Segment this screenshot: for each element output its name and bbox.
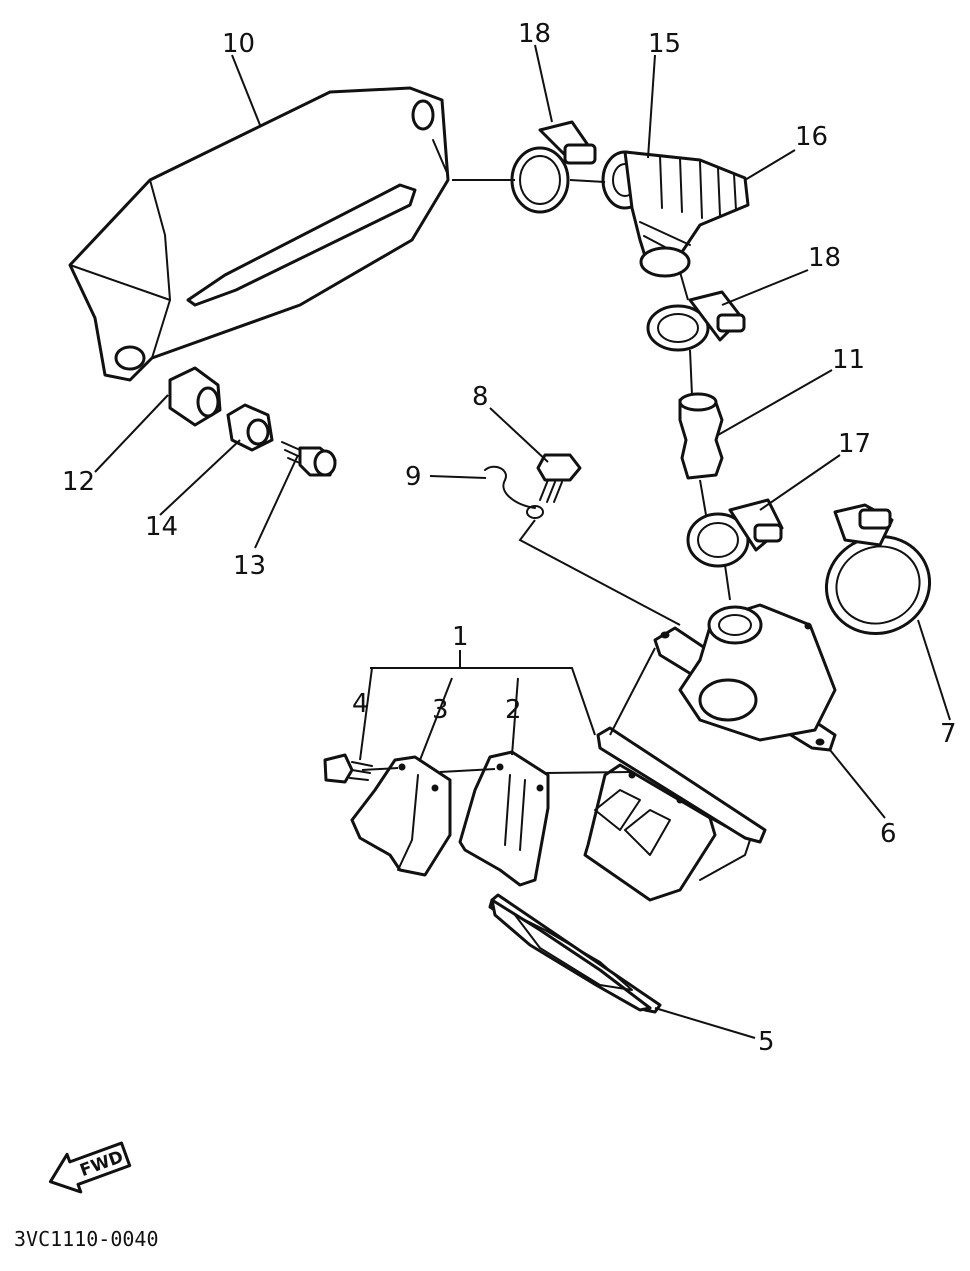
- callout-15: 15: [648, 29, 681, 59]
- callout-10: 10: [222, 29, 255, 59]
- part-10-intake-cover: [68, 86, 450, 382]
- callout-5: 5: [758, 1027, 775, 1057]
- callout-9: 9: [405, 462, 422, 492]
- part-12-grommet: [168, 366, 222, 427]
- callout-3: 3: [432, 695, 449, 725]
- part-1-reed-valve-assembly: [583, 726, 767, 902]
- part-18-hose-clamp-lower: [646, 290, 746, 352]
- part-13-screw: [281, 441, 337, 477]
- part-5-gasket: [488, 893, 662, 1014]
- part-9-clip: [484, 465, 544, 519]
- callout-4: 4: [352, 689, 369, 719]
- callout-11: 11: [832, 345, 865, 375]
- callout-17: 17: [838, 429, 871, 459]
- part-4-screw: [323, 753, 373, 784]
- drawing-code: 3VC1110-0040: [14, 1227, 159, 1251]
- callout-14: 14: [145, 512, 178, 542]
- part-15-16-intake-hose: [601, 150, 750, 278]
- callout-18-upper: 18: [518, 19, 551, 49]
- callout-13: 13: [233, 551, 266, 581]
- part-2-reed-valve: [458, 750, 550, 887]
- fwd-direction-arrow: FWD: [48, 1141, 132, 1194]
- callout-16: 16: [795, 122, 828, 152]
- callout-6: 6: [880, 819, 897, 849]
- part-17-clamp: [686, 498, 784, 568]
- leader-lines: [94, 44, 951, 1039]
- callout-2: 2: [505, 695, 522, 725]
- part-3-reed-stopper: [350, 755, 452, 877]
- part-7-band-clamp: [824, 503, 932, 635]
- callout-12: 12: [62, 467, 95, 497]
- callout-8: 8: [472, 382, 489, 412]
- part-11-joint-pipe: [678, 392, 724, 480]
- part-14-collar: [226, 403, 274, 452]
- callout-1: 1: [452, 622, 469, 652]
- part-8-bolt: [536, 453, 582, 503]
- callout-labels: 10 18 15 16 18 11 17 8 9 12 14 13 1 4 3 …: [62, 19, 957, 1057]
- part-18-hose-clamp-upper: [510, 120, 597, 214]
- callout-18-lower: 18: [808, 243, 841, 273]
- part-6-intake-manifold: [653, 603, 837, 752]
- callout-7: 7: [940, 719, 957, 749]
